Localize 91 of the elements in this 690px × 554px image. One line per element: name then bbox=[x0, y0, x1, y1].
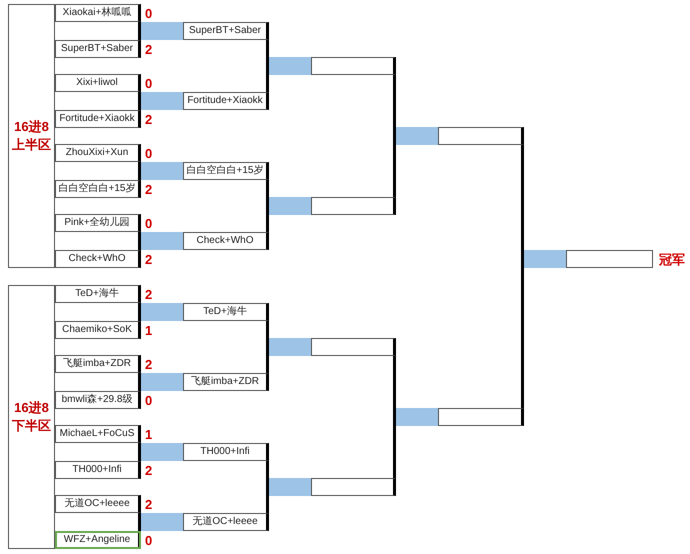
match-score: 2 bbox=[145, 182, 152, 196]
team-name: Check+WhO bbox=[196, 235, 254, 247]
team-name: MichaeL+FoCuS bbox=[60, 428, 134, 440]
empty-slot bbox=[438, 127, 524, 145]
empty-slot bbox=[311, 197, 396, 215]
bracket-connector bbox=[266, 178, 312, 234]
team-name: WFZ+Angeline bbox=[64, 534, 130, 546]
match-score: 0 bbox=[145, 76, 152, 90]
bracket-connector bbox=[138, 442, 184, 462]
team-name: 飞艇imba+ZDR bbox=[190, 376, 260, 388]
team-cell bbox=[55, 285, 141, 303]
match-score: 2 bbox=[145, 496, 152, 512]
team-cell bbox=[55, 74, 141, 92]
team-cell bbox=[183, 513, 269, 531]
bracket-half-label: 16进8上半区 bbox=[11, 118, 52, 154]
empty-slot bbox=[311, 57, 396, 75]
match-score: 2 bbox=[145, 462, 152, 478]
team-cell bbox=[55, 531, 141, 549]
match-score: 0 bbox=[145, 146, 152, 160]
team-name: Pink+全幼儿园 bbox=[64, 217, 130, 229]
empty-slot bbox=[311, 478, 396, 496]
match-score: 0 bbox=[145, 392, 152, 408]
bracket-connector bbox=[138, 90, 184, 112]
team-name: 白白空白白+15岁 bbox=[58, 183, 136, 195]
team-name: Fortitude+Xiaokk bbox=[187, 95, 263, 107]
team-cell bbox=[55, 391, 141, 409]
match-score: 2 bbox=[145, 252, 152, 266]
team-name: Xixi+liwol bbox=[76, 77, 118, 89]
bracket-connector bbox=[393, 74, 440, 198]
bracket-connector bbox=[138, 302, 184, 322]
match-score: 0 bbox=[145, 532, 152, 548]
match-score: 0 bbox=[145, 6, 152, 20]
team-cell bbox=[55, 4, 141, 22]
match-score: 0 bbox=[145, 216, 152, 230]
team-name: bmwli森+29.8级 bbox=[62, 394, 132, 406]
team-name: Fortitude+Xiaokk bbox=[59, 113, 135, 125]
team-cell bbox=[55, 110, 141, 128]
match-score: 2 bbox=[145, 112, 152, 126]
team-cell bbox=[55, 214, 141, 232]
bracket-connector bbox=[138, 160, 184, 182]
match-score: 1 bbox=[145, 322, 152, 338]
team-cell bbox=[55, 144, 141, 162]
bracket-connector bbox=[138, 230, 184, 252]
team-name: Xiaokai+林呱呱 bbox=[62, 7, 132, 19]
team-name: TeD+海牛 bbox=[75, 288, 119, 300]
bracket-connector bbox=[521, 144, 568, 410]
team-cell bbox=[183, 443, 269, 461]
team-name: TH000+Infi bbox=[72, 464, 122, 476]
team-name: Check+WhO bbox=[68, 253, 126, 265]
team-name: SuperBT+Saber bbox=[189, 25, 261, 37]
team-cell bbox=[55, 495, 141, 513]
team-cell bbox=[183, 92, 269, 110]
bracket-connector bbox=[266, 320, 312, 374]
team-name: 飞艇imba+ZDR bbox=[62, 358, 132, 370]
empty-slot bbox=[311, 338, 396, 356]
match-score: 2 bbox=[145, 42, 152, 56]
team-name: Chaemiko+SoK bbox=[62, 324, 132, 336]
bracket-half-box bbox=[8, 285, 55, 549]
team-cell bbox=[55, 321, 141, 339]
bracket-connector bbox=[266, 38, 312, 94]
empty-slot bbox=[438, 408, 524, 426]
team-cell bbox=[55, 355, 141, 373]
bracket-half-box bbox=[8, 4, 55, 268]
team-name: SuperBT+Saber bbox=[61, 43, 133, 55]
match-score: 2 bbox=[145, 286, 152, 302]
team-name: TeD+海牛 bbox=[203, 306, 247, 318]
team-cell bbox=[55, 250, 141, 268]
team-cell bbox=[183, 22, 269, 40]
team-cell bbox=[183, 232, 269, 250]
champion-label: 冠军 bbox=[659, 252, 685, 266]
team-cell bbox=[55, 461, 141, 479]
team-cell bbox=[183, 303, 269, 321]
bracket-connector bbox=[393, 354, 440, 480]
bracket-connector bbox=[138, 512, 184, 532]
bracket-half-label: 16进8下半区 bbox=[11, 399, 52, 435]
team-cell bbox=[55, 40, 141, 58]
bracket-connector bbox=[138, 20, 184, 42]
bracket-connector bbox=[266, 460, 312, 514]
team-name: 无道OC+leeee bbox=[64, 498, 130, 510]
team-cell bbox=[183, 373, 269, 391]
match-score: 2 bbox=[145, 356, 152, 372]
team-name: 无道OC+leeee bbox=[192, 516, 258, 528]
bracket-connector bbox=[138, 372, 184, 392]
empty-slot bbox=[566, 250, 653, 268]
team-cell bbox=[183, 162, 269, 180]
match-score: 1 bbox=[145, 426, 152, 442]
team-cell bbox=[55, 180, 141, 198]
team-name: TH000+Infi bbox=[200, 446, 250, 458]
team-cell bbox=[55, 425, 141, 443]
team-name: 白白空白白+15岁 bbox=[186, 165, 264, 177]
team-name: ZhouXixi+Xun bbox=[66, 147, 128, 159]
